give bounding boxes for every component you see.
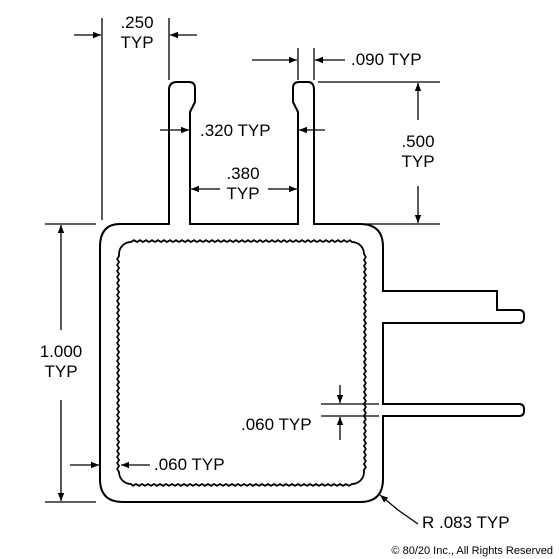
dim-320-label: .320 TYP: [199, 121, 272, 141]
dim-500-label: .500 TYP: [392, 132, 444, 172]
dim-500-value: .500: [401, 132, 435, 151]
dim-380-typ: TYP: [226, 184, 260, 203]
dim-250-label: .250 TYP: [112, 13, 162, 53]
dim-1000-value: 1.000: [39, 342, 83, 361]
radius-label: R .083 TYP: [422, 513, 510, 532]
dim-250-value: .250: [120, 13, 154, 32]
dim-090-label: .090 TYP: [351, 50, 422, 69]
copyright-text: © 80/20 Inc., All Rights Reserved: [391, 545, 553, 557]
profile-outline: [99, 81, 525, 503]
extension-lines: [45, 18, 440, 503]
dim-500-typ: TYP: [401, 152, 435, 171]
dim-1000-label: 1.000 TYP: [30, 342, 92, 382]
inner-cavity: [116, 239, 367, 487]
dim-060-inner-label: .060 TYP: [241, 415, 312, 434]
dim-380-label: .380 TYP: [216, 164, 270, 204]
dim-250-typ: TYP: [120, 33, 154, 52]
dim-380-value: .380: [226, 164, 260, 183]
dimension-arrows: [57, 31, 422, 525]
dim-060-outer-label: .060 TYP: [154, 455, 225, 474]
dim-1000-typ: TYP: [44, 362, 78, 381]
